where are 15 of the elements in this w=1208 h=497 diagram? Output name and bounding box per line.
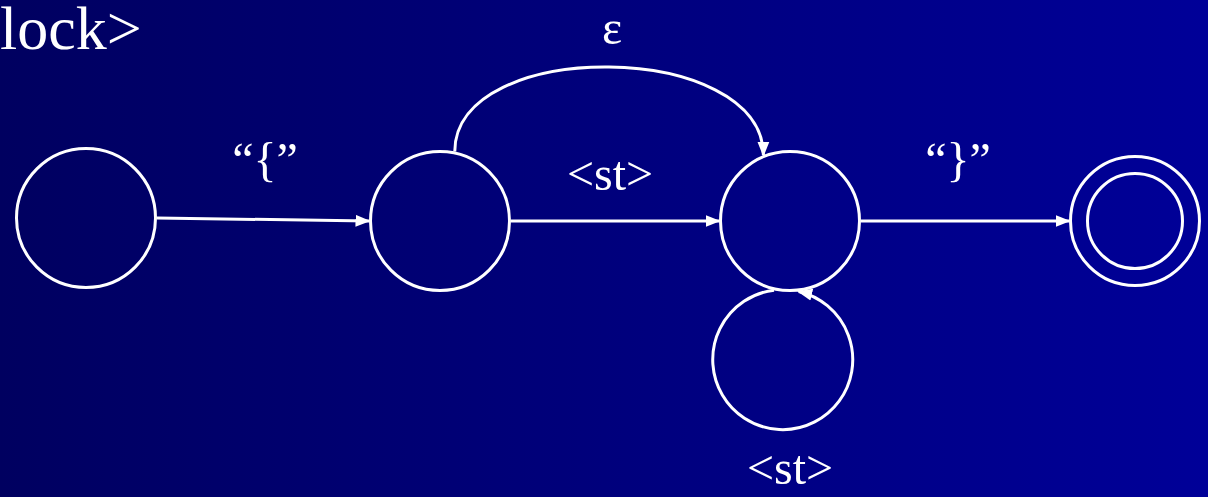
transition-arrow (861, 215, 1071, 227)
final-state-circle (1069, 155, 1201, 287)
state-circle (15, 147, 157, 289)
edge-label: “}” (925, 136, 991, 184)
edge-label: <st> (746, 444, 834, 492)
transition-arrow (453, 65, 767, 157)
heading-text: lock> (0, 0, 142, 63)
edge-label: ε (601, 4, 623, 52)
self-loop-arrow (711, 288, 855, 431)
transition-arrow (156, 214, 371, 227)
edge-label: <st> (566, 150, 654, 198)
transition-arrow (511, 215, 721, 227)
state-circle (369, 150, 511, 292)
edge-label: “{” (232, 136, 298, 184)
state-circle (719, 150, 861, 292)
